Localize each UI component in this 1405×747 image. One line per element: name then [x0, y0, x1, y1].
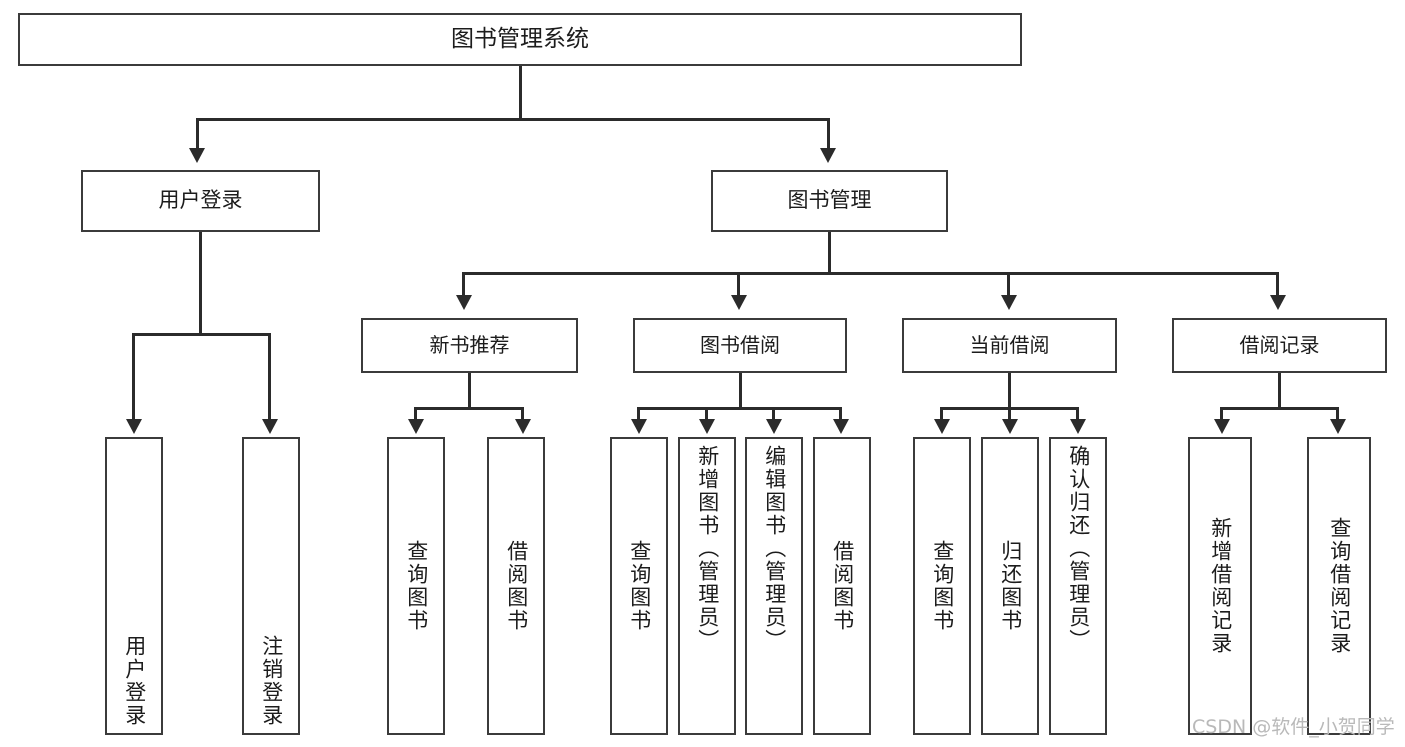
- leaf-new-book-borrow-book[interactable]: 借阅图书: [487, 437, 545, 735]
- leaf-label: 查询图书: [627, 540, 652, 632]
- connector-book-borrow-bus: [637, 407, 842, 410]
- leaf-label: 注销登录: [259, 635, 284, 727]
- connector-book-borrow-drop-4: [839, 407, 842, 421]
- connector-book-borrow-drop-2: [705, 407, 708, 421]
- connector-book-management-stem: [828, 232, 831, 273]
- leaf-label: 查询图书: [930, 540, 955, 632]
- connector-current-borrow-stem: [1008, 373, 1011, 409]
- arrowhead-borrow-record-2: [1330, 419, 1346, 434]
- connector-current-borrow-drop-2: [1008, 407, 1011, 421]
- leaf-label: 查询图书: [404, 540, 429, 632]
- leaf-label: 借阅图书: [504, 540, 529, 632]
- leaf-current-borrow-return-book[interactable]: 归还图书: [981, 437, 1039, 735]
- arrowhead-new-book-1: [408, 419, 424, 434]
- connector-level2-drop-right: [827, 118, 830, 150]
- node-new-book-recommend[interactable]: 新书推荐: [361, 318, 578, 373]
- leaf-label: 查询借阅记录: [1327, 517, 1352, 655]
- node-user-login[interactable]: 用户登录: [81, 170, 320, 232]
- leaf-current-borrow-confirm-return-admin[interactable]: 确认归还（管理员）: [1049, 437, 1107, 735]
- connector-book-borrow-drop-3: [772, 407, 775, 421]
- leaf-label: 新增借阅记录: [1208, 517, 1233, 655]
- leaf-book-borrow-add-book-admin[interactable]: 新增图书（管理员）: [678, 437, 736, 735]
- connector-user-login-stem: [199, 232, 202, 334]
- leaf-current-borrow-query-book[interactable]: 查询图书: [913, 437, 971, 735]
- csdn-watermark: CSDN @软件_小贺同学: [1192, 716, 1395, 738]
- arrowhead-user-login-1: [126, 419, 142, 434]
- connector-level3-drop-3: [1007, 272, 1010, 297]
- leaf-user-login-login[interactable]: 用户登录: [105, 437, 163, 735]
- arrowhead-book-borrow-2: [699, 419, 715, 434]
- connector-new-book-drop-2: [521, 407, 524, 421]
- leaf-label: 借阅图书: [830, 540, 855, 632]
- arrowhead-current-borrow-3: [1070, 419, 1086, 434]
- node-borrow-record[interactable]: 借阅记录: [1172, 318, 1387, 373]
- arrowhead-level2-right: [820, 148, 836, 163]
- node-label: 借阅记录: [1239, 333, 1320, 358]
- leaf-borrow-record-query-record[interactable]: 查询借阅记录: [1307, 437, 1371, 735]
- connector-level3-bus: [462, 272, 1279, 275]
- node-label: 图书管理系统: [451, 25, 589, 52]
- leaf-label: 编辑图书（管理员）: [762, 445, 787, 652]
- leaf-label: 用户登录: [122, 635, 147, 727]
- node-label: 当前借阅: [969, 333, 1050, 358]
- leaf-user-login-logout[interactable]: 注销登录: [242, 437, 300, 735]
- connector-new-book-bus: [414, 407, 524, 410]
- arrowhead-level3-1: [456, 295, 472, 310]
- connector-level2-bus: [196, 118, 830, 121]
- leaf-borrow-record-add-record[interactable]: 新增借阅记录: [1188, 437, 1252, 735]
- leaf-label: 确认归还（管理员）: [1066, 445, 1091, 652]
- connector-current-borrow-drop-3: [1076, 407, 1079, 421]
- leaf-label: 新增图书（管理员）: [695, 445, 720, 652]
- connector-user-login-bus: [132, 333, 270, 336]
- connector-user-login-drop-1: [132, 333, 135, 421]
- leaf-book-borrow-borrow-book[interactable]: 借阅图书: [813, 437, 871, 735]
- connector-borrow-record-drop-1: [1220, 407, 1223, 421]
- connector-level3-drop-2: [737, 272, 740, 297]
- connector-level2-drop-left: [196, 118, 199, 150]
- arrowhead-level3-4: [1270, 295, 1286, 310]
- node-label: 新书推荐: [429, 333, 510, 358]
- arrowhead-level2-left: [189, 148, 205, 163]
- arrowhead-book-borrow-1: [631, 419, 647, 434]
- connector-new-book-stem: [468, 373, 471, 409]
- leaf-book-borrow-edit-book-admin[interactable]: 编辑图书（管理员）: [745, 437, 803, 735]
- node-book-management[interactable]: 图书管理: [711, 170, 948, 232]
- connector-current-borrow-drop-1: [940, 407, 943, 421]
- connector-book-borrow-drop-1: [637, 407, 640, 421]
- arrowhead-user-login-2: [262, 419, 278, 434]
- connector-borrow-record-stem: [1278, 373, 1281, 409]
- connector-level3-drop-1: [462, 272, 465, 297]
- connector-borrow-record-drop-2: [1336, 407, 1339, 421]
- arrowhead-level3-3: [1001, 295, 1017, 310]
- arrowhead-book-borrow-3: [766, 419, 782, 434]
- arrowhead-current-borrow-2: [1002, 419, 1018, 434]
- connector-borrow-record-bus: [1220, 407, 1339, 410]
- leaf-new-book-query-book[interactable]: 查询图书: [387, 437, 445, 735]
- arrowhead-book-borrow-4: [833, 419, 849, 434]
- arrowhead-new-book-2: [515, 419, 531, 434]
- node-label: 用户登录: [158, 188, 243, 213]
- arrowhead-current-borrow-1: [934, 419, 950, 434]
- leaf-book-borrow-query-book[interactable]: 查询图书: [610, 437, 668, 735]
- connector-root-stem: [519, 66, 522, 119]
- connector-book-borrow-stem: [739, 373, 742, 409]
- node-book-borrow[interactable]: 图书借阅: [633, 318, 847, 373]
- arrowhead-level3-2: [731, 295, 747, 310]
- node-root-book-management-system[interactable]: 图书管理系统: [18, 13, 1022, 66]
- connector-level3-drop-4: [1276, 272, 1279, 297]
- node-label: 图书管理: [787, 188, 872, 213]
- connector-new-book-drop-1: [414, 407, 417, 421]
- node-label: 图书借阅: [700, 333, 780, 358]
- arrowhead-borrow-record-1: [1214, 419, 1230, 434]
- leaf-label: 归还图书: [998, 540, 1023, 632]
- connector-user-login-drop-2: [268, 333, 271, 421]
- node-current-borrow[interactable]: 当前借阅: [902, 318, 1117, 373]
